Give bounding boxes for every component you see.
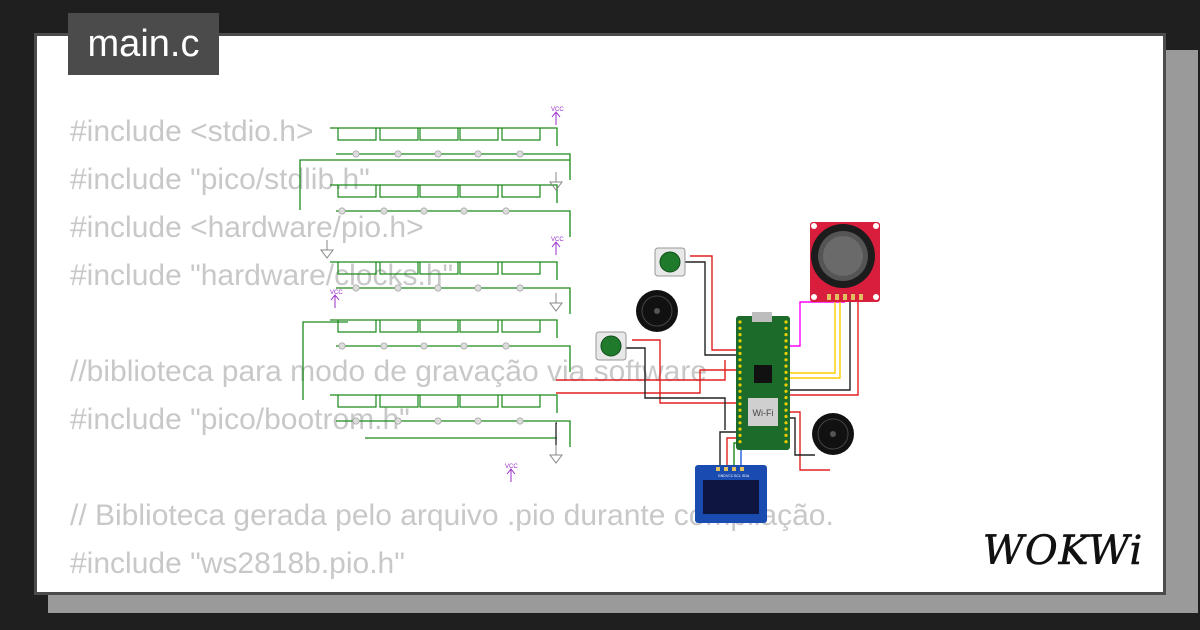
led-pixel bbox=[380, 207, 388, 215]
led-pixel bbox=[460, 207, 468, 215]
oled-pin-label: VCC bbox=[726, 474, 734, 478]
led-pixel bbox=[474, 284, 482, 292]
led-pixel bbox=[394, 417, 402, 425]
led-pixel bbox=[460, 342, 468, 350]
buzzer bbox=[812, 413, 854, 455]
code-line: #include <stdio.h> bbox=[70, 115, 314, 148]
code-preview: #include <stdio.h> #include "pico/stdlib… bbox=[70, 108, 834, 588]
code-line: #include "hardware/clocks.h" bbox=[70, 259, 454, 292]
led-pixel bbox=[352, 150, 360, 158]
led-pixel bbox=[434, 417, 442, 425]
oled-pin-label: GND bbox=[718, 474, 726, 478]
led-pixel bbox=[420, 342, 428, 350]
ground-symbol bbox=[320, 172, 563, 464]
led-pixel bbox=[352, 284, 360, 292]
led-pixel bbox=[516, 150, 524, 158]
logo-text: WOKWi bbox=[983, 528, 1144, 574]
led-pixel bbox=[338, 342, 346, 350]
preview-card: #include <stdio.h> #include "pico/stdlib… bbox=[34, 33, 1166, 595]
vcc-symbol bbox=[551, 241, 561, 255]
led-pixel bbox=[380, 342, 388, 350]
led-pixel bbox=[516, 417, 524, 425]
wokwi-logo-mark: WOKWi bbox=[982, 528, 1144, 575]
vcc-symbol bbox=[330, 294, 340, 308]
oled-display: GND VCC SCL SDA bbox=[695, 465, 767, 523]
vcc-label: VCC bbox=[330, 290, 343, 296]
microcontroller-board: Wi-Fi bbox=[736, 312, 790, 450]
led-pixel bbox=[502, 207, 510, 215]
led-pixel bbox=[338, 207, 346, 215]
led-pixel bbox=[516, 284, 524, 292]
vcc-symbol bbox=[506, 468, 516, 482]
led-pixel bbox=[474, 417, 482, 425]
code-line: #include "pico/stdlib.h" bbox=[70, 163, 370, 196]
vcc-label: VCC bbox=[551, 237, 564, 243]
vcc-label: VCC bbox=[551, 107, 564, 113]
led-pixel bbox=[352, 417, 360, 425]
joystick-module[interactable] bbox=[810, 222, 880, 302]
led-pixel bbox=[394, 284, 402, 292]
led-pixel bbox=[420, 207, 428, 215]
oled-pin-label: SCL bbox=[734, 474, 741, 478]
code-line: #include <hardware/pio.h> bbox=[70, 211, 424, 244]
code-line: #include "pico/bootrom.h" bbox=[70, 403, 410, 436]
push-button[interactable] bbox=[654, 247, 686, 277]
file-tab[interactable]: main.c bbox=[68, 13, 219, 75]
oled-pin-label: SDA bbox=[742, 474, 750, 478]
wifi-label: Wi-Fi bbox=[753, 408, 774, 418]
buzzer bbox=[636, 290, 678, 332]
led-pixel bbox=[434, 284, 442, 292]
led-pixel bbox=[434, 150, 442, 158]
wokwi-logo: WOKWi bbox=[978, 520, 1148, 580]
code-line: #include "ws2818b.pio.h" bbox=[70, 547, 405, 580]
led-pixel bbox=[474, 150, 482, 158]
vcc-symbol bbox=[551, 111, 561, 125]
led-matrix bbox=[299, 127, 571, 447]
vcc-label: VCC bbox=[505, 464, 518, 470]
wires bbox=[556, 255, 859, 471]
led-pixel bbox=[502, 342, 510, 350]
push-button[interactable] bbox=[595, 331, 627, 361]
led-pixel bbox=[394, 150, 402, 158]
